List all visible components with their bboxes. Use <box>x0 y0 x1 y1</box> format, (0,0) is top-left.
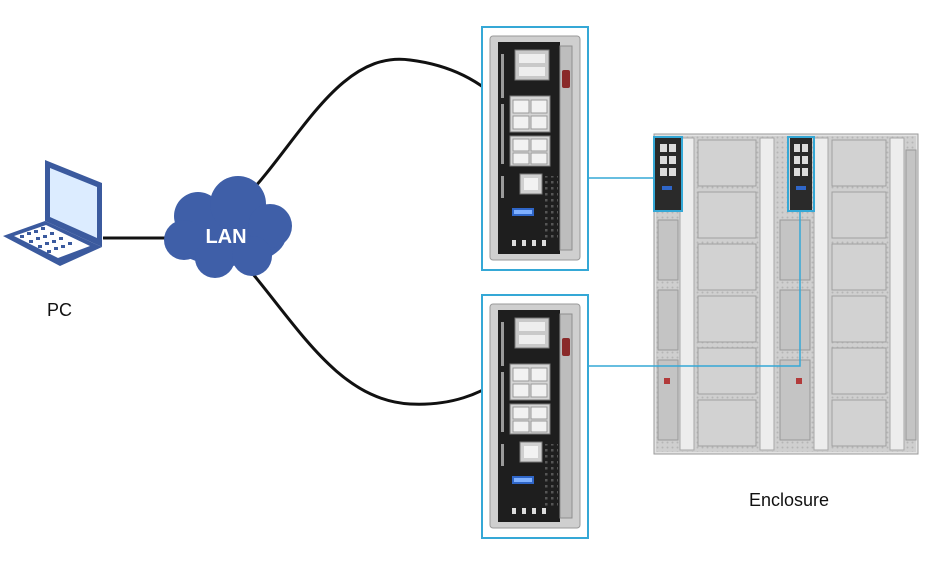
cable-lan-upper-module <box>243 57 510 200</box>
lan-cloud-icon <box>164 176 292 278</box>
laptop-icon <box>3 160 102 266</box>
enclosure-chassis <box>653 133 919 455</box>
callout-lower-module <box>588 211 801 367</box>
lan-label: LAN <box>205 226 246 248</box>
upper-management-module <box>481 26 589 271</box>
lower-management-module <box>481 294 589 539</box>
enclosure-label: Enclosure <box>749 490 830 510</box>
cable-lan-lower-module <box>246 267 509 406</box>
pc-label: PC <box>47 300 73 320</box>
